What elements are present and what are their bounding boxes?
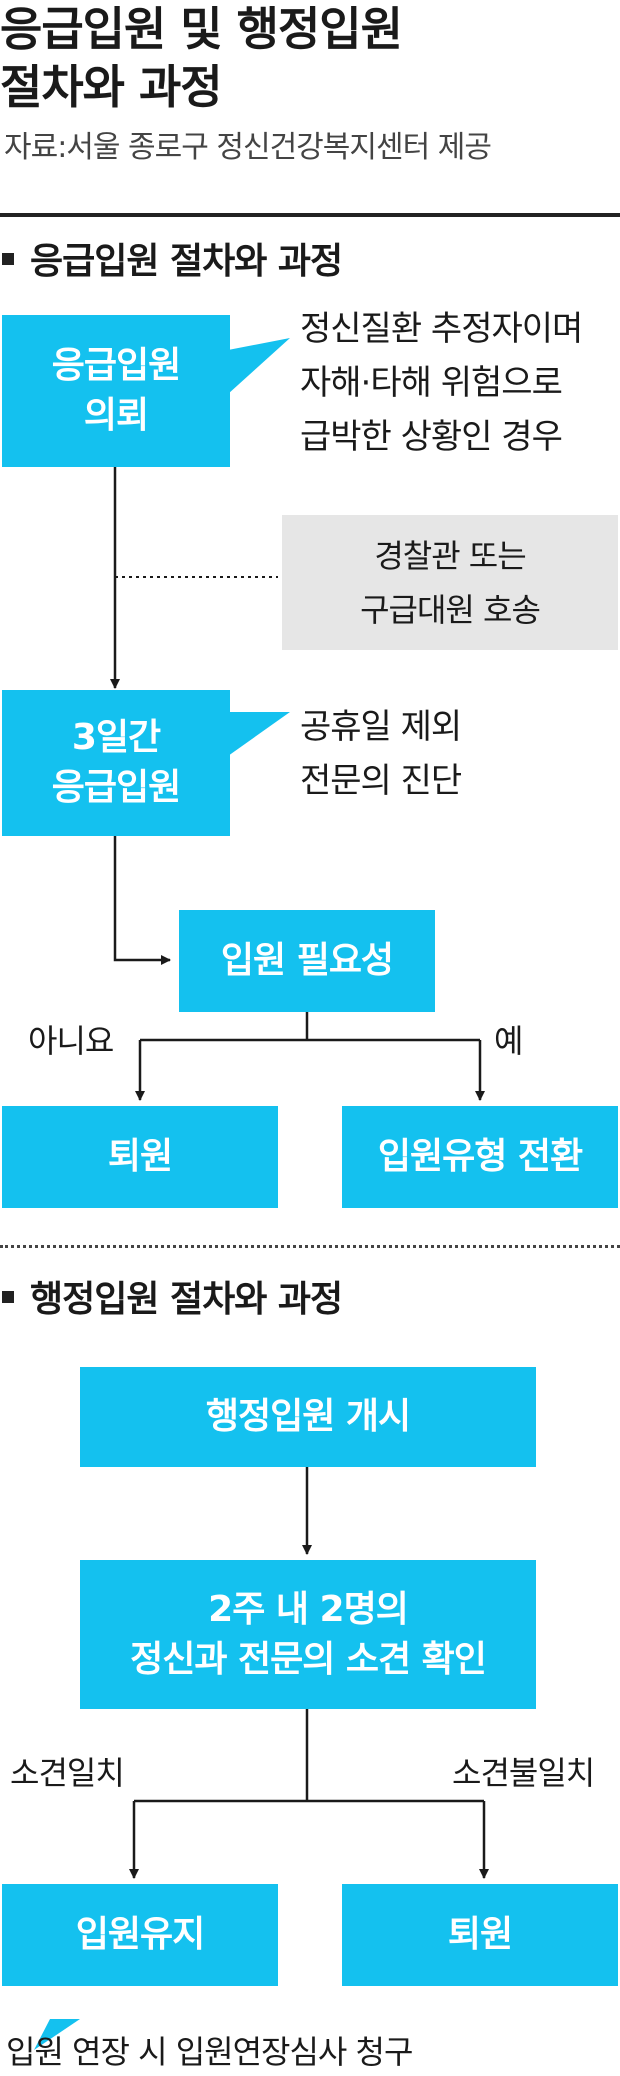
emergency-request-box: 응급입원 의뢰	[2, 315, 230, 467]
bullet-square-icon	[2, 1291, 14, 1303]
admission-necessity-box: 입원 필요성	[179, 910, 435, 1012]
request-note-pointer	[228, 338, 290, 394]
opinion-agree-label: 소견일치	[10, 1754, 125, 1792]
page-title: 응급입원 및 행정입원 절차와 과정	[0, 0, 620, 116]
request-line-2: 의뢰	[83, 395, 149, 436]
escort-box: 경찰관 또는 구급대원 호송	[282, 515, 618, 650]
no-label: 아니요	[28, 1022, 114, 1060]
source-credit: 자료:서울 종로구 정신건강복지센터 제공	[4, 130, 492, 165]
three-day-admission-note: 공휴일 제외 전문의 진단	[300, 707, 462, 801]
emergency-discharge-box: 퇴원	[2, 1106, 278, 1208]
specialist-confirmation-box: 2주 내 2명의 정신과 전문의 소견 확인	[80, 1560, 536, 1709]
header-divider	[0, 213, 620, 217]
request-line-1: 응급입원	[51, 345, 181, 386]
administrative-section-heading: 행정입원 절차와 과정	[2, 1270, 343, 1322]
admit3-to-necessity-line	[113, 836, 171, 965]
extension-review-note: 입원 연장 시 입원연장심사 청구	[6, 2033, 413, 2071]
admission-maintain-box: 입원유지	[2, 1884, 278, 1986]
admit3-note-pointer	[228, 712, 290, 756]
administrative-discharge-box: 퇴원	[342, 1884, 618, 1986]
opinion-disagree-label: 소견불일치	[452, 1754, 595, 1792]
title-line-2: 절차와 과정	[0, 60, 223, 114]
admission-type-convert-box: 입원유형 전환	[342, 1106, 618, 1208]
administrative-start-box: 행정입원 개시	[80, 1367, 536, 1467]
extension-note-pointer	[34, 2019, 80, 2050]
emergency-section-heading: 응급입원 절차와 과정	[2, 232, 343, 284]
title-line-1: 응급입원 및 행정입원	[0, 2, 403, 56]
yes-label: 예	[494, 1022, 523, 1060]
section-divider	[0, 1245, 620, 1248]
request-condition-note: 정신질환 추정자이며 자해·타해 위험으로 급박한 상황인 경우	[300, 309, 583, 457]
bullet-square-icon	[2, 253, 14, 265]
three-day-admission-box: 3일간 응급입원	[2, 690, 230, 836]
